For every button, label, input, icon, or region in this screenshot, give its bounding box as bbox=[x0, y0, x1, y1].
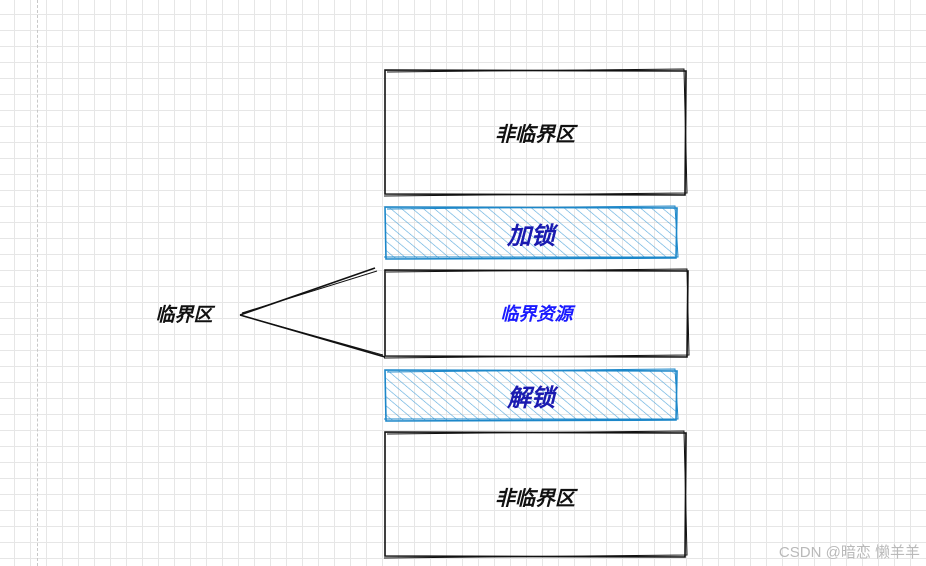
lock-bar bbox=[384, 205, 679, 260]
csdn-watermark: CSDN @暗恋 懒羊羊 bbox=[778, 544, 920, 561]
bottom-noncritical-label: 非临界区 bbox=[495, 485, 575, 510]
critical-resource-label: 临界资源 bbox=[500, 304, 573, 325]
critical-resource-box bbox=[383, 268, 690, 359]
unlock-label: 解锁 bbox=[507, 383, 555, 412]
critical-section-label: 临界区 bbox=[155, 303, 213, 326]
top-noncritical-box bbox=[383, 68, 688, 197]
top-noncritical-label: 非临界区 bbox=[495, 121, 575, 146]
critical-section-bracket bbox=[239, 267, 386, 358]
bottom-noncritical-box bbox=[383, 430, 688, 559]
lock-label: 加锁 bbox=[507, 221, 555, 250]
unlock-bar bbox=[384, 368, 679, 422]
dashed-guide-line bbox=[37, 0, 38, 566]
